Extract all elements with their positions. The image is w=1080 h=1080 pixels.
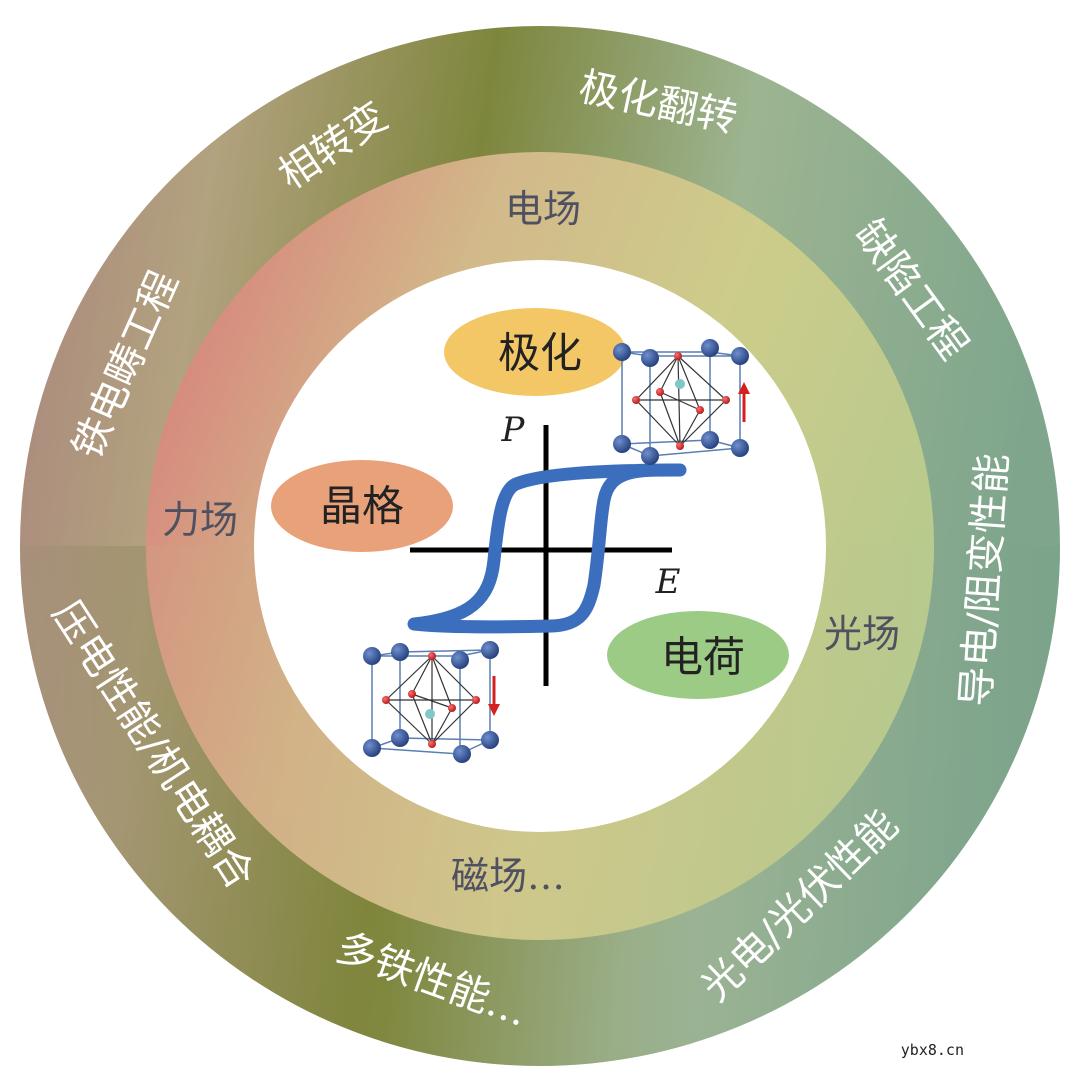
polarization-arrow-down-head bbox=[488, 704, 500, 716]
p-axis-label: P bbox=[501, 410, 526, 450]
bubble-charge-label: 电荷 bbox=[661, 633, 745, 682]
field-label-mechanical: 力场 bbox=[162, 498, 238, 542]
unit-cell-up-atoms bbox=[613, 339, 749, 465]
watermark: ybx8.cn bbox=[900, 1041, 964, 1059]
field-label-light: 光场 bbox=[824, 612, 900, 656]
e-axis-label: E bbox=[655, 562, 681, 602]
bubble-polarization-label: 极化 bbox=[498, 329, 582, 378]
field-label-electric: 电场 bbox=[505, 187, 581, 231]
bubble-polarization bbox=[444, 308, 626, 396]
hysteresis-loop bbox=[407, 463, 687, 634]
polarization-arrow-up-head bbox=[738, 382, 750, 394]
bubble-charge bbox=[607, 611, 789, 699]
bubble-lattice-label: 晶格 bbox=[320, 482, 404, 531]
bubble-lattice bbox=[271, 460, 453, 552]
unit-cell-down-atoms bbox=[363, 641, 499, 763]
field-label-magnetic: 磁场… bbox=[451, 854, 565, 898]
